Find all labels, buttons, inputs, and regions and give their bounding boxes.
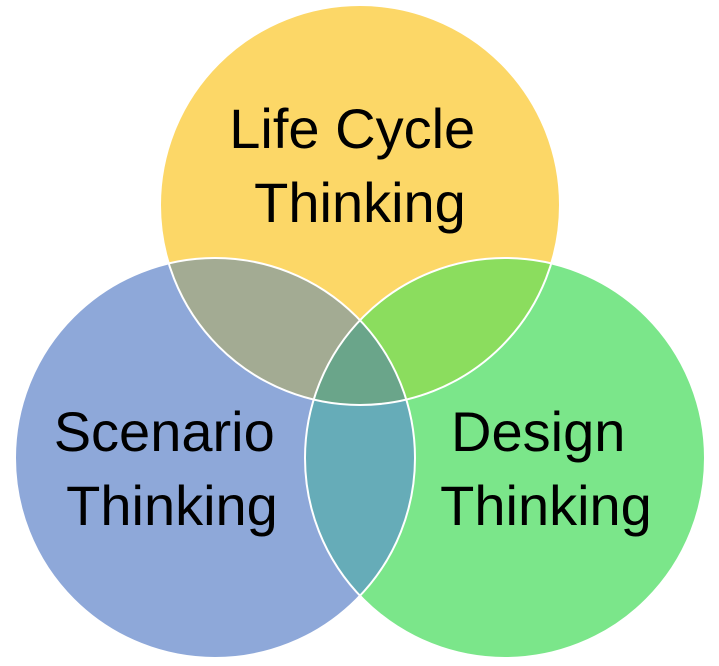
circle-outlines <box>14 4 706 659</box>
overlap-life-cycle-design <box>305 258 560 405</box>
scenario-label-line-1: Scenario <box>54 400 275 463</box>
design-outline <box>304 257 706 659</box>
life-cycle-label-line-1: Life Cycle <box>229 97 475 160</box>
scenario-outline <box>14 257 416 659</box>
design-label-line-1: Design <box>451 400 625 463</box>
life-cycle-label: Life Cycle Thinking <box>229 97 490 234</box>
life-cycle-outline <box>159 4 561 406</box>
scenario-label: Scenario Thinking <box>54 400 291 537</box>
scenario-label-line-2: Thinking <box>66 474 278 537</box>
life-cycle-label-line-2: Thinking <box>254 171 466 234</box>
overlap-life-cycle-scenario <box>160 258 415 405</box>
design-label-line-2: Thinking <box>440 474 652 537</box>
design-label: Design Thinking <box>440 400 652 537</box>
